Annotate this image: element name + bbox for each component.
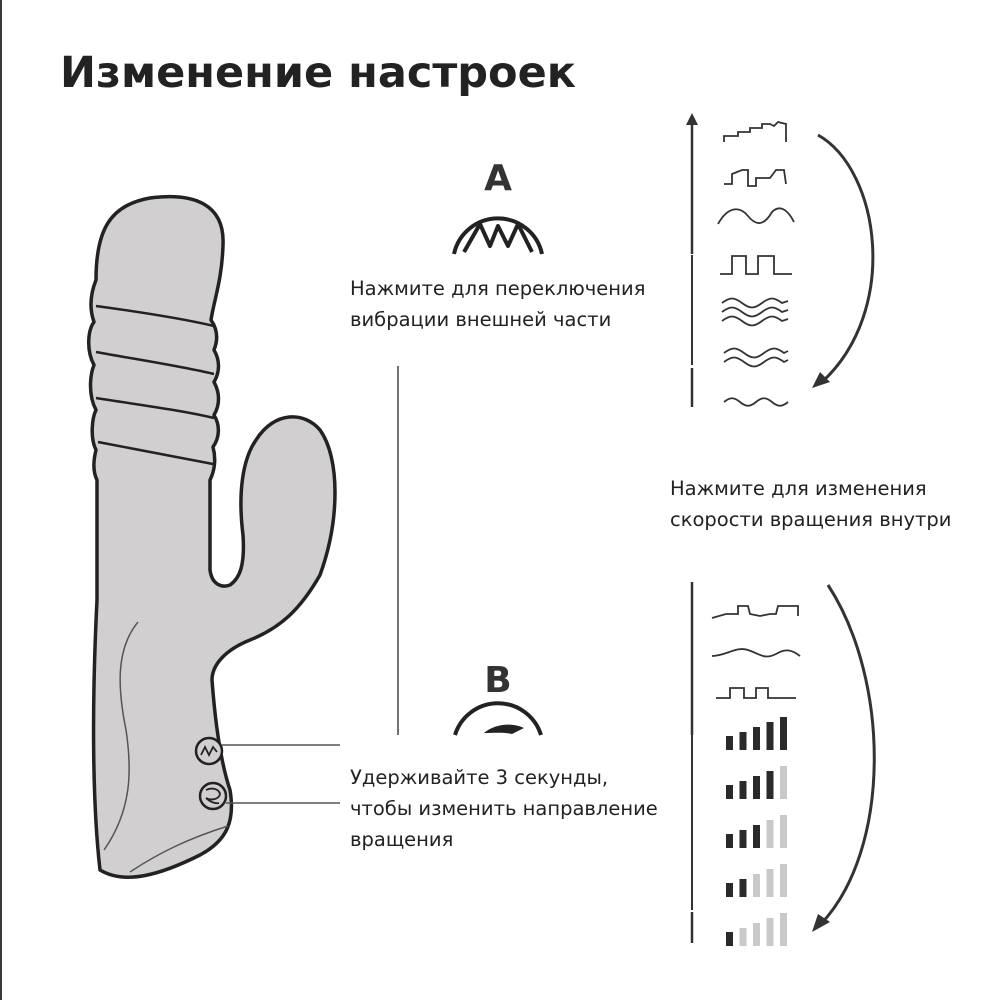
speed-bar-active bbox=[780, 717, 787, 750]
caption-line: Нажмите для переключения bbox=[350, 277, 646, 300]
speed-bar-inactive bbox=[753, 923, 760, 946]
speed-level-list bbox=[726, 717, 787, 946]
step-pattern-icon bbox=[711, 605, 799, 619]
vibration-mode-list bbox=[717, 121, 795, 407]
speed-level-icon bbox=[726, 815, 787, 848]
vibration-caption: Нажмите для переключения вибрации внешне… bbox=[350, 273, 645, 335]
page-title: Изменение настроек bbox=[60, 48, 576, 98]
device-ridge-line bbox=[97, 440, 214, 466]
speed-bar-active bbox=[726, 785, 733, 799]
device-illustration bbox=[87, 194, 337, 879]
direction-caption: Удерживайте 3 секунды, чтобы изменить на… bbox=[350, 762, 658, 855]
rotation-icon[interactable] bbox=[453, 701, 543, 736]
caption-line: чтобы изменить направление bbox=[350, 797, 658, 820]
speed-bar-active bbox=[739, 830, 747, 848]
caption-line: вращения bbox=[350, 828, 454, 851]
speed-bar-inactive bbox=[766, 820, 774, 848]
triple-wave-icon bbox=[721, 297, 789, 327]
button-a-letter: A bbox=[484, 158, 512, 199]
button-b-on-device[interactable] bbox=[198, 781, 228, 811]
speed-level-icon bbox=[726, 766, 787, 799]
stepped-pulse-icon bbox=[724, 169, 787, 187]
speed-bar-active bbox=[753, 727, 760, 750]
rotation-icon bbox=[205, 787, 221, 805]
device-contour-line bbox=[103, 621, 139, 851]
speed-bar-inactive bbox=[780, 913, 787, 946]
button-a-on-device[interactable] bbox=[194, 736, 224, 766]
device-ridge-line bbox=[95, 396, 215, 420]
caption-line: скорости вращения внутри bbox=[670, 508, 952, 531]
caption-line: Нажмите для изменения bbox=[670, 477, 927, 500]
zigzag-icon bbox=[200, 744, 218, 758]
cycle-arrow-lower bbox=[818, 584, 876, 927]
rotation-mode-list bbox=[711, 605, 801, 699]
device-ridge-line bbox=[95, 350, 215, 376]
speed-bar-active bbox=[766, 722, 774, 750]
speed-bar-active bbox=[739, 732, 747, 750]
arrow-head-icon bbox=[812, 372, 830, 388]
speed-bar-inactive bbox=[780, 815, 787, 848]
speed-bar-active bbox=[726, 834, 733, 848]
wave-pattern-icon bbox=[711, 648, 801, 658]
caption-line: вибрации внешней части bbox=[350, 308, 612, 331]
speed-bar-active bbox=[739, 781, 747, 799]
speed-bar-active bbox=[753, 776, 760, 799]
wave-icon bbox=[717, 207, 795, 225]
vibration-wave-icon[interactable] bbox=[452, 216, 544, 255]
left-border-line bbox=[0, 0, 2, 1000]
arrow-up-icon bbox=[686, 113, 698, 125]
speed-bar-inactive bbox=[780, 864, 787, 897]
speed-bar-inactive bbox=[766, 918, 774, 946]
single-wave-icon bbox=[723, 397, 789, 407]
device-ridge-line bbox=[95, 304, 215, 328]
device-body bbox=[87, 194, 337, 879]
square-pattern-icon bbox=[716, 687, 796, 699]
button-b-letter: B bbox=[484, 660, 511, 701]
speed-level-icon bbox=[726, 717, 787, 750]
speed-bar-active bbox=[739, 879, 747, 897]
speed-bar-active bbox=[726, 932, 733, 946]
speed-bar-inactive bbox=[753, 874, 760, 897]
speed-bar-inactive bbox=[766, 869, 774, 897]
speed-bar-inactive bbox=[780, 766, 787, 799]
speed-bar-active bbox=[766, 771, 774, 799]
speed-level-icon bbox=[726, 864, 787, 897]
square-wave-icon bbox=[720, 255, 792, 275]
speed-bar-active bbox=[726, 883, 733, 897]
speed-level-icon bbox=[726, 913, 787, 946]
double-wave-icon bbox=[723, 347, 789, 368]
stepped-ramp-icon bbox=[723, 121, 787, 142]
speed-bar-active bbox=[726, 736, 733, 750]
arrow-head-icon bbox=[812, 914, 830, 932]
device-contour-line bbox=[129, 825, 229, 873]
speed-bar-inactive bbox=[739, 928, 747, 946]
cycle-arrow-upper bbox=[817, 133, 875, 384]
rotation-speed-caption: Нажмите для изменения скорости вращения … bbox=[670, 473, 951, 535]
speed-bar-active bbox=[753, 825, 760, 848]
caption-line: Удерживайте 3 секунды, bbox=[350, 766, 609, 789]
